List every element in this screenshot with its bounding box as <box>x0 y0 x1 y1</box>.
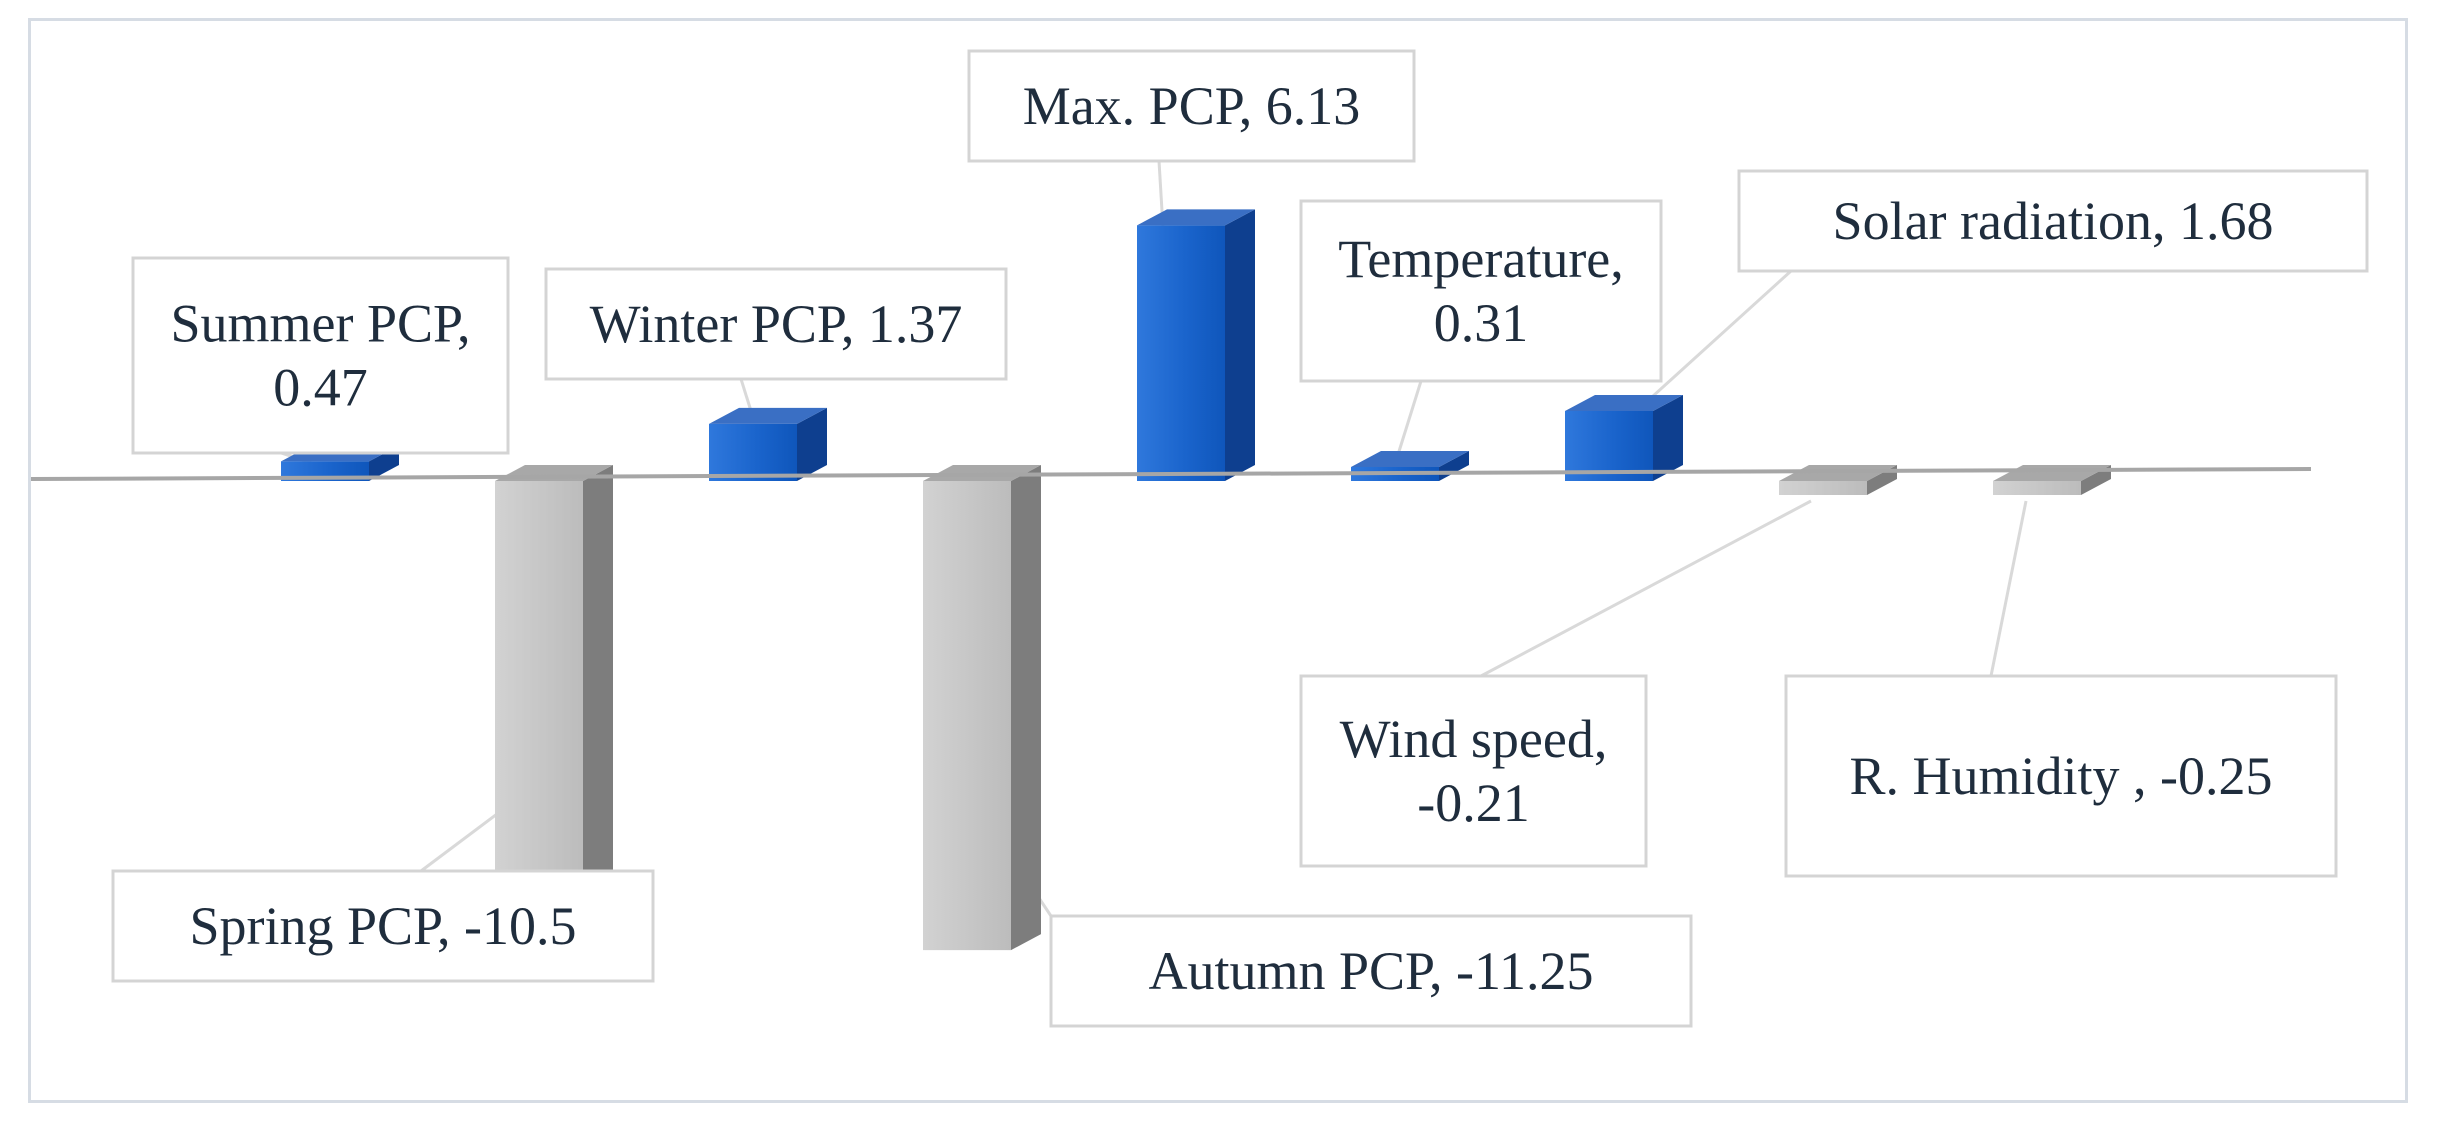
data-label-text-5-1: 0.31 <box>1434 293 1529 353</box>
data-label-5: Temperature,0.31 <box>1299 199 1663 383</box>
zero-axis-line <box>31 467 2312 481</box>
bar-side-4 <box>1225 209 1255 481</box>
bar-side-1 <box>583 465 613 919</box>
bar-front-8 <box>1993 481 2081 495</box>
data-label-1: Spring PCP, -10.5 <box>111 869 655 983</box>
leader-line-6 <box>1629 269 1793 418</box>
bar-top-4 <box>1137 209 1255 226</box>
data-label-text-1-0: Spring PCP, -10.5 <box>189 896 576 956</box>
data-label-2: Winter PCP, 1.37 <box>544 267 1008 381</box>
leader-line-2 <box>739 378 753 412</box>
bar-top-6 <box>1565 394 1683 411</box>
data-label-text-7-0: Wind speed, <box>1340 709 1608 769</box>
bar-side-3 <box>1011 465 1041 951</box>
data-label-text-4-0: Max. PCP, 6.13 <box>1023 76 1361 136</box>
data-label-box-6 <box>1737 169 2369 273</box>
data-label-text-5-0: Temperature, <box>1338 229 1624 289</box>
bar-5 <box>1351 451 1469 481</box>
data-label-box-7 <box>1299 674 1648 868</box>
data-label-text-8-0: R. Humidity , -0.25 <box>1849 746 2272 806</box>
bar-6 <box>1565 394 1683 481</box>
bar-front-1 <box>495 481 583 919</box>
bar-3 <box>923 465 1041 951</box>
leader-line-8 <box>1989 500 2028 677</box>
data-label-4: Max. PCP, 6.13 <box>967 49 1416 163</box>
data-label-text-3-0: Autumn PCP, -11.25 <box>1148 941 1593 1001</box>
data-label-box-3 <box>1049 914 1693 1028</box>
data-label-3: Autumn PCP, -11.25 <box>1049 914 1693 1028</box>
data-label-6: Solar radiation, 1.68 <box>1737 169 2369 273</box>
bar-front-2 <box>709 423 797 481</box>
bar-side-6 <box>1653 394 1683 481</box>
data-label-box-1 <box>111 869 655 983</box>
leader-line-5 <box>1394 380 1423 462</box>
data-label-8: R. Humidity , -0.25 <box>1784 674 2338 878</box>
leader-line-7 <box>1480 499 1812 678</box>
data-label-box-2 <box>544 267 1008 381</box>
bar-top-2 <box>709 407 827 424</box>
data-label-text-0-0: Summer PCP, <box>170 294 470 354</box>
bar-side-8 <box>2081 465 2111 495</box>
data-label-text-6-0: Solar radiation, 1.68 <box>1833 191 2274 251</box>
bar-front-6 <box>1565 410 1653 481</box>
data-label-box-8 <box>1784 674 2338 878</box>
bar-front-4 <box>1137 225 1225 481</box>
bar-4 <box>1137 209 1255 481</box>
data-label-text-2-0: Winter PCP, 1.37 <box>590 294 963 354</box>
data-label-7: Wind speed,-0.21 <box>1299 674 1648 868</box>
bar-front-3 <box>923 481 1011 951</box>
bar-front-7 <box>1779 481 1867 495</box>
bar-side-2 <box>797 407 827 481</box>
data-label-text-0-1: 0.47 <box>273 358 368 418</box>
bar-2 <box>709 407 827 481</box>
data-label-text-7-1: -0.21 <box>1417 773 1529 833</box>
data-label-box-5 <box>1299 199 1663 383</box>
bar-1 <box>495 465 613 919</box>
data-label-0: Summer PCP,0.47 <box>131 256 510 455</box>
bar-top-5 <box>1351 451 1469 467</box>
data-label-box-4 <box>967 49 1416 163</box>
data-label-box-0 <box>131 256 510 455</box>
